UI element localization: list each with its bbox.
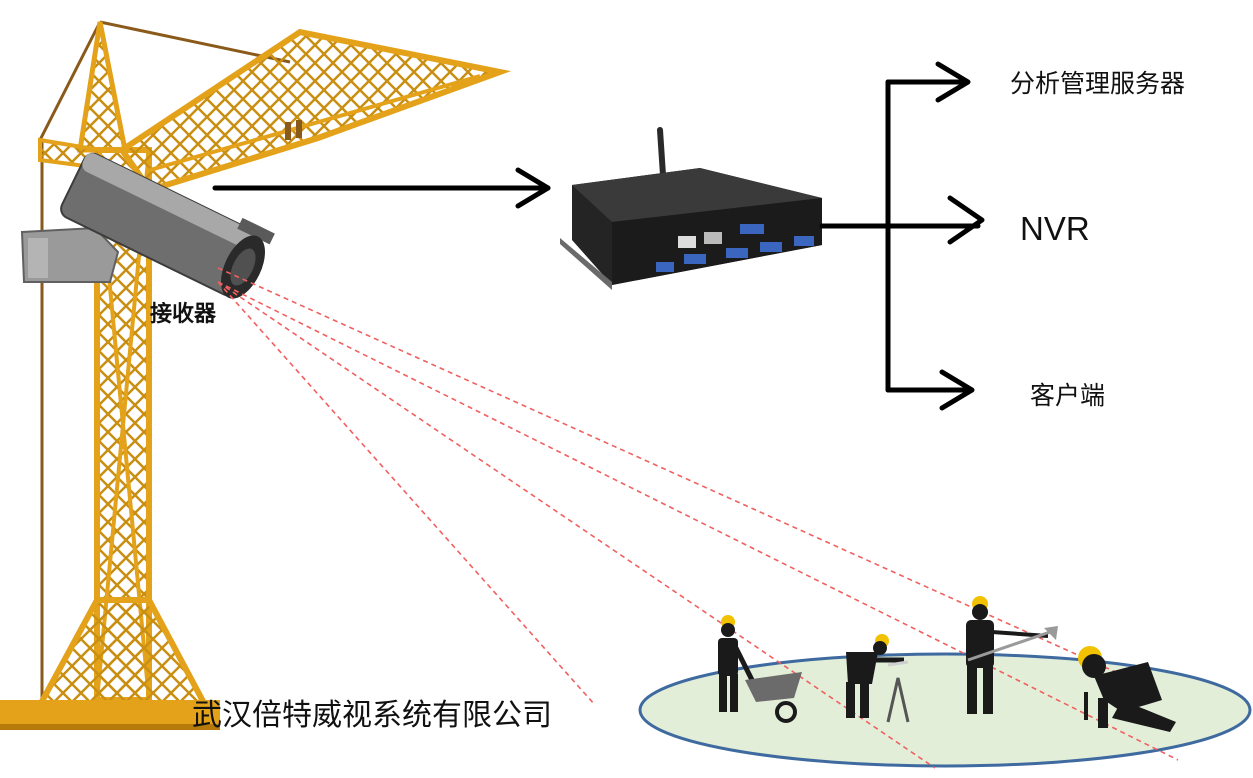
edge-computing-box-icon bbox=[560, 127, 822, 290]
company-name: 武汉倍特威视系统有限公司 bbox=[192, 698, 552, 733]
construction-worker-icon bbox=[718, 596, 1176, 732]
output-branch-arrows bbox=[819, 61, 985, 411]
nvr-label: NVR bbox=[1020, 210, 1090, 247]
client-label: 客户端 bbox=[1030, 381, 1106, 410]
surveillance-camera-icon bbox=[20, 152, 275, 299]
analysis-server-label: 分析管理服务器 bbox=[1010, 69, 1186, 98]
receiver-label: 接收器 bbox=[150, 302, 217, 327]
camera-sight-lines bbox=[217, 267, 1179, 769]
camera-to-box-arrow bbox=[212, 167, 551, 209]
tower-crane-icon bbox=[0, 20, 512, 730]
